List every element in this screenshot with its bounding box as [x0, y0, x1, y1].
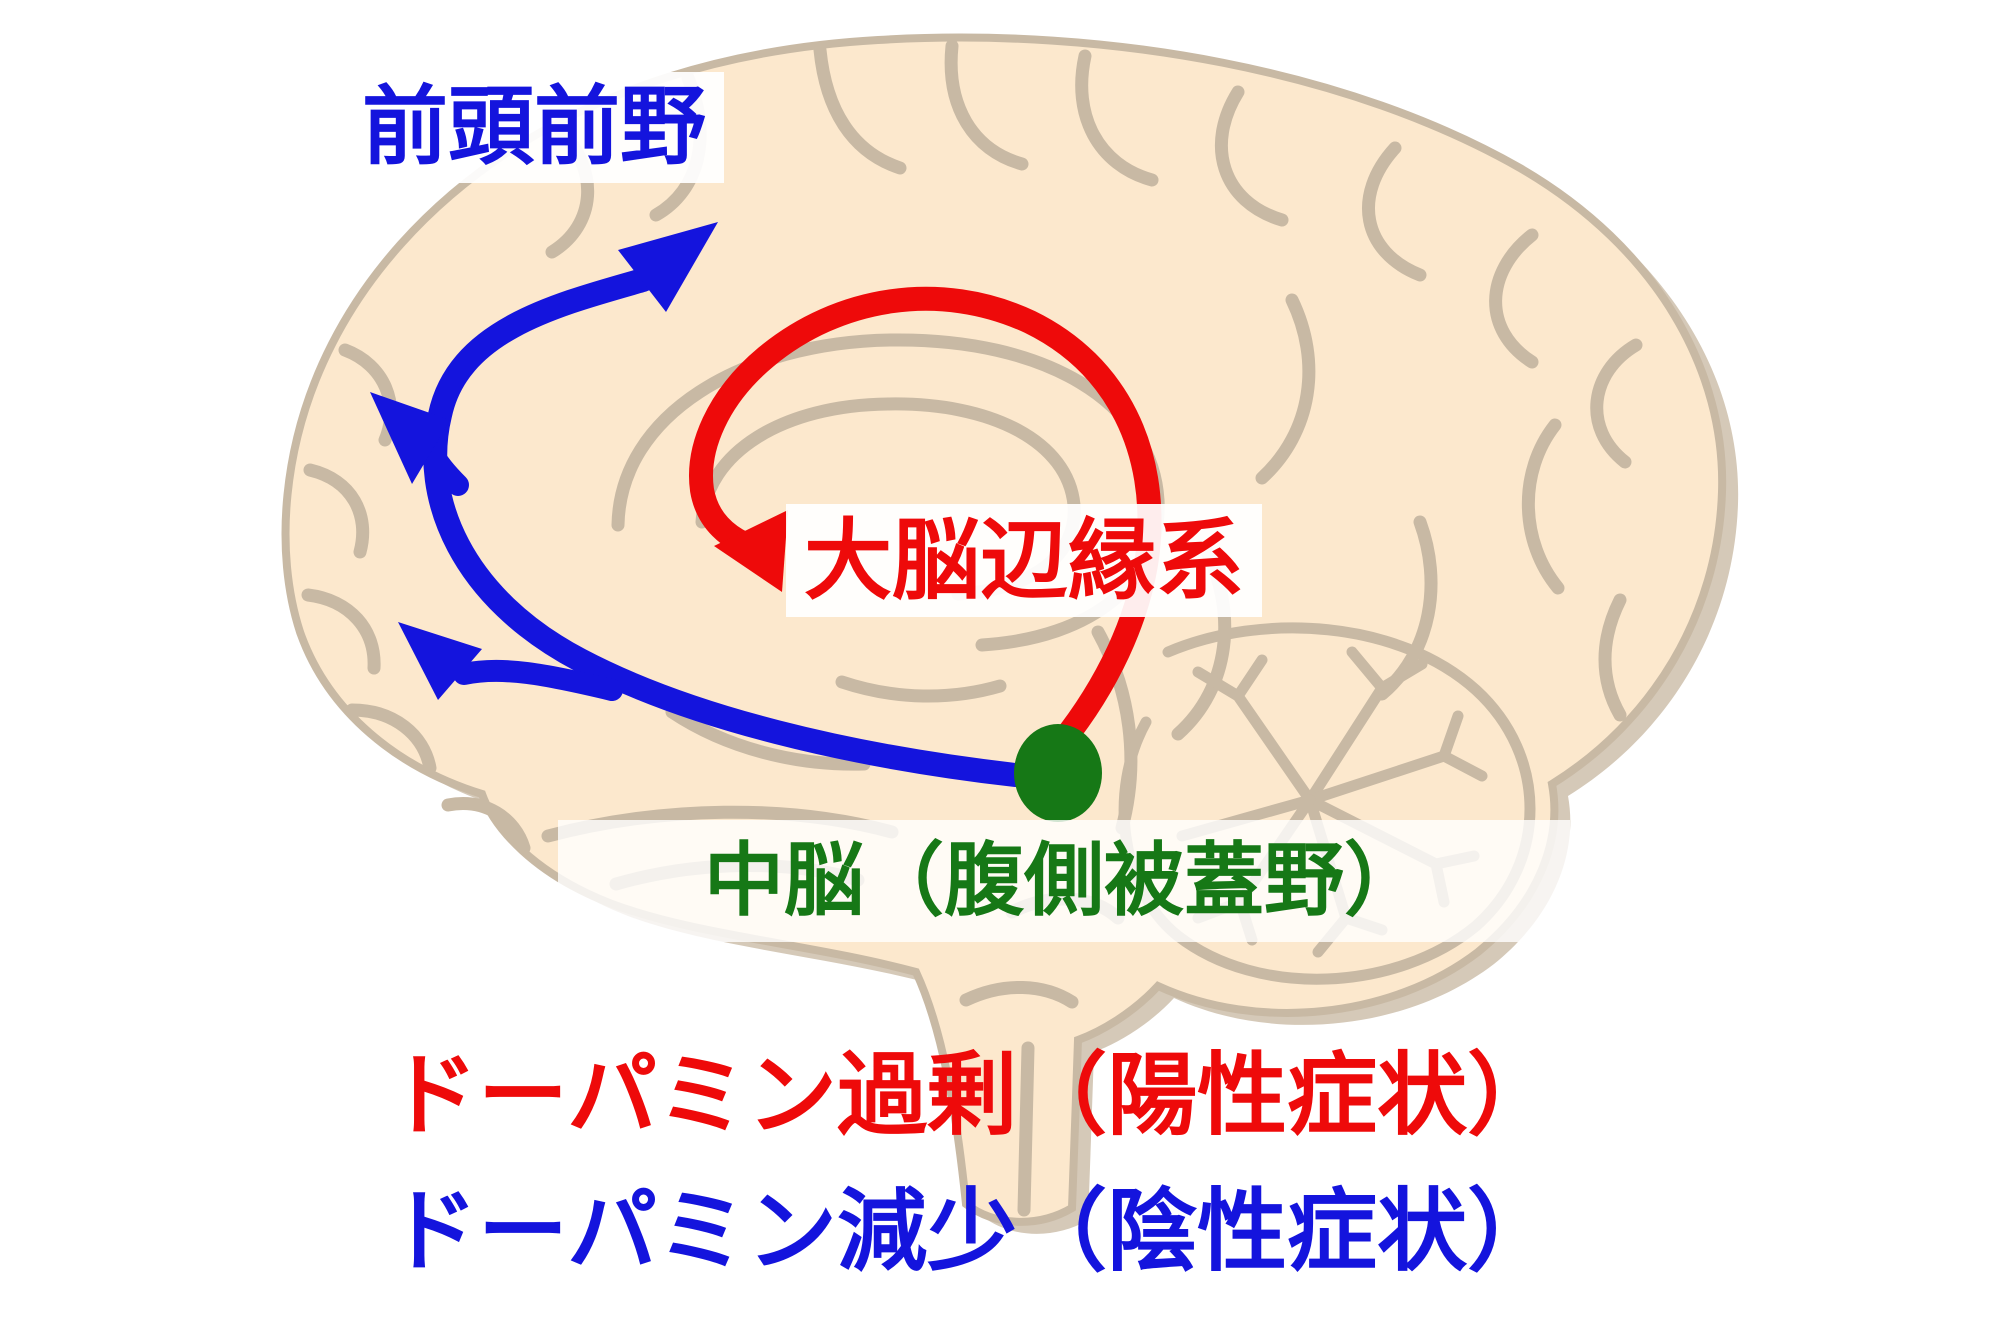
caption-dopamine-excess-positive-symptoms: ドーパミン過剰（陽性症状） — [388, 1043, 1558, 1148]
red-arrowhead-icon — [714, 510, 788, 592]
blue-branch-arrow-1 — [421, 441, 469, 496]
blue-pathway-arrow — [370, 222, 1027, 787]
label-limbic-system: 大脳辺縁系 — [786, 504, 1263, 618]
label-prefrontal-cortex: 前頭前野 — [344, 72, 724, 183]
vta-dot — [1014, 724, 1102, 822]
caption-dopamine-decrease-negative-symptoms: ドーパミン減少（陰性症状） — [388, 1179, 1558, 1284]
blue-arrowhead-branch1-icon — [370, 392, 450, 484]
label-midbrain-vta: 中脳（腹側被蓋野） — [558, 820, 1570, 942]
blue-arrowhead-main-icon — [618, 222, 718, 312]
blue-branch-arrow-2 — [453, 659, 623, 701]
blue-arrowhead-branch2-icon — [398, 622, 482, 700]
